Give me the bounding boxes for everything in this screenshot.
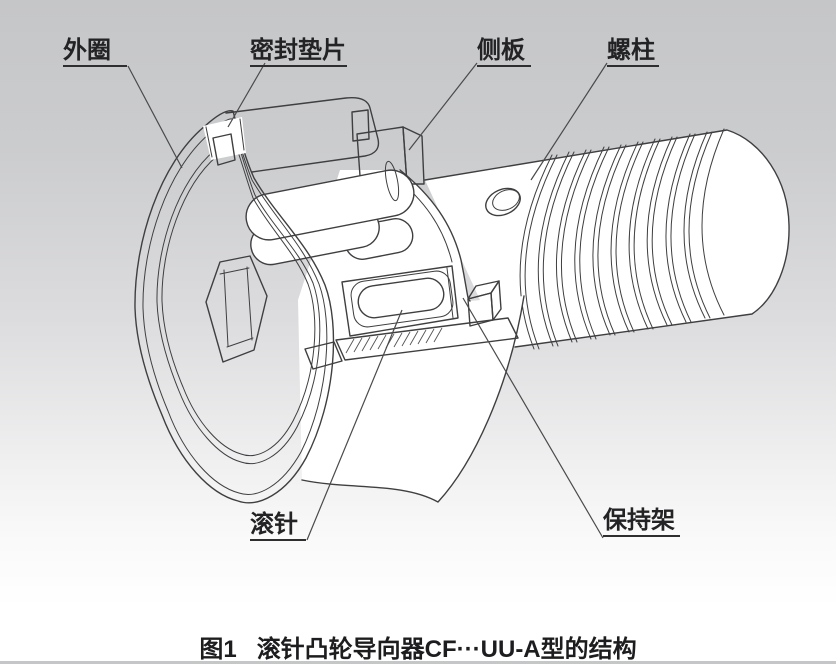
cage-hatch	[345, 327, 443, 354]
leader-outer-ring	[127, 65, 183, 169]
cage-crossbar-cube	[467, 280, 502, 327]
roller-pocket	[341, 265, 459, 337]
leader-stud	[530, 62, 608, 181]
label-outer-ring: 外圈	[63, 38, 127, 68]
grease-hole	[485, 187, 521, 217]
leader-lines	[127, 62, 608, 541]
label-stud: 螺柱	[607, 38, 659, 68]
figure-caption: 图1 滚针凸轮导向器CF···UU-A型的结构	[0, 629, 836, 664]
hex-socket	[205, 255, 268, 363]
stud-threads	[519, 128, 725, 350]
stud-drawing	[424, 128, 790, 350]
figure-caption-number: 图1	[199, 636, 237, 663]
needle-roller-bottom	[357, 277, 445, 319]
label-cage: 保持架	[603, 508, 680, 538]
outer-ring-drawing	[134, 110, 335, 504]
label-seal-washer: 密封垫片	[250, 38, 347, 68]
leader-needle-roller	[306, 309, 403, 541]
label-needle-roller: 滚针	[250, 512, 306, 542]
needle-rollers-top	[245, 160, 415, 266]
leader-seal-washer	[227, 62, 266, 128]
cage-drawing	[304, 265, 519, 370]
figure-caption-title: 滚针凸轮导向器CF···UU-A型的结构	[256, 636, 637, 663]
leader-side-plate	[408, 62, 478, 151]
label-side-plate: 侧板	[477, 38, 531, 68]
leader-cage	[462, 297, 604, 539]
seal-notch	[203, 117, 246, 166]
seal-washer-plate	[225, 97, 380, 173]
